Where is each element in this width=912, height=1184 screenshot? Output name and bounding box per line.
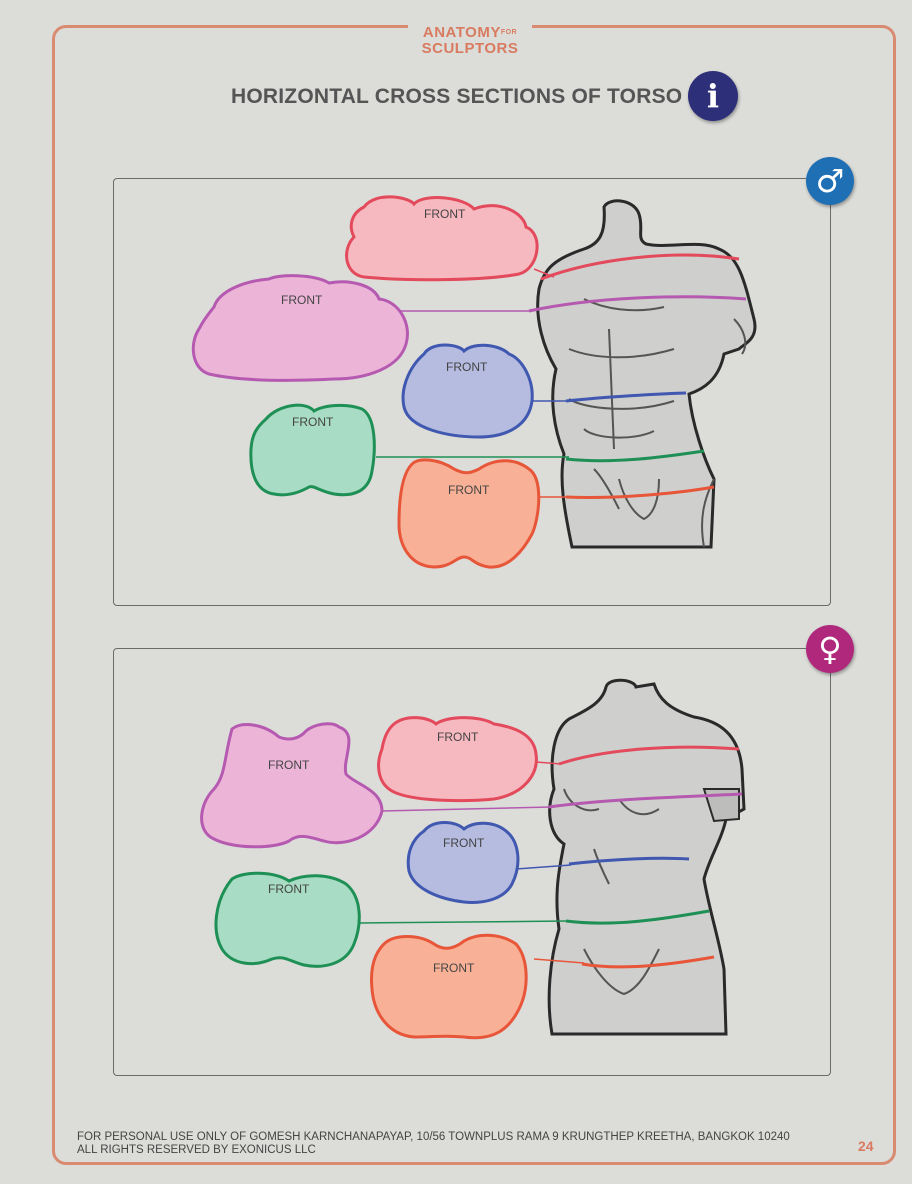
female-section-hip — [214, 871, 361, 968]
female-line-hip — [565, 909, 710, 925]
male-section-pelvis — [397, 458, 541, 569]
male-label-waist: FRONT — [446, 360, 488, 374]
female-line-waist — [568, 856, 690, 866]
male-label-chest: FRONT — [281, 293, 323, 307]
footer-legal: FOR PERSONAL USE ONLY OF GOMESH KARNCHAN… — [77, 1131, 790, 1157]
female-section-waist — [406, 821, 520, 904]
female-section-bust — [200, 722, 384, 849]
male-section-chest — [191, 274, 409, 382]
footer-line-2: ALL RIGHTS RESERVED BY EXONICUS LLC — [77, 1144, 316, 1156]
male-section-waist — [401, 343, 534, 439]
female-label-hip: FRONT — [268, 882, 310, 896]
male-cross-sections-panel: FRONT FRONT FRONT FRONT FRONT — [113, 178, 831, 606]
male-line-hip — [565, 449, 705, 463]
female-line-pelvis — [581, 955, 715, 969]
male-label-pelvis: FRONT — [448, 483, 490, 497]
female-symbol-icon: ♀ — [806, 625, 854, 673]
male-label-upper-chest: FRONT — [424, 207, 466, 221]
male-line-chest-upper — [540, 253, 740, 281]
brand-logo: ANATOMYFOR SCULPTORS — [408, 22, 532, 60]
male-line-pelvis — [565, 485, 715, 499]
female-cross-sections-panel: FRONT FRONT FRONT FRONT FRONT — [113, 648, 831, 1076]
female-label-upper: FRONT — [437, 730, 479, 744]
female-line-upper — [558, 745, 740, 766]
info-icon[interactable]: i — [688, 71, 738, 121]
male-label-hip: FRONT — [292, 415, 334, 429]
page-number: 24 — [858, 1138, 874, 1154]
male-line-waist — [565, 391, 687, 403]
female-label-waist: FRONT — [443, 836, 485, 850]
footer-line-1: FOR PERSONAL USE ONLY OF GOMESH KARNCHAN… — [77, 1131, 790, 1143]
page-title: HORIZONTAL CROSS SECTIONS OF TORSO — [231, 85, 683, 108]
female-label-bust: FRONT — [268, 758, 310, 772]
female-section-pelvis — [370, 933, 528, 1040]
female-section-upper — [377, 716, 538, 803]
female-diagram: FRONT FRONT FRONT FRONT FRONT — [200, 678, 746, 1040]
male-line-chest — [528, 295, 747, 313]
female-line-bust — [548, 792, 743, 809]
male-section-upper-chest — [345, 195, 539, 282]
female-label-pelvis: FRONT — [433, 961, 475, 975]
male-section-hip — [249, 403, 376, 497]
male-symbol-icon: ♂ — [806, 157, 854, 205]
male-diagram: FRONT FRONT FRONT FRONT FRONT — [191, 195, 757, 569]
